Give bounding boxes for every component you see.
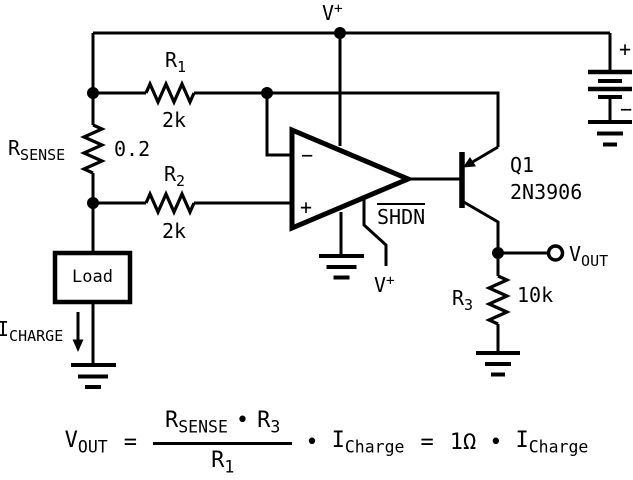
formula-num-r3: R3 [257,408,281,437]
gain-equation: VOUT = RSENSE • R3 R1 • ICharge = 1Ω • I… [20,406,633,480]
q1-part-label: 2N3906 [510,180,583,204]
r1-resistor [144,80,196,106]
junction-dot [87,197,99,209]
formula-numerator: RSENSE • R3 [152,408,293,445]
battery-symbol [588,69,632,99]
junction-dots [87,27,504,259]
q1-transistor [459,152,476,208]
r3-value-label: 10k [517,283,554,307]
formula-dot-1: • [305,430,319,455]
shdn-pin-wire [362,197,388,266]
icharge-label: ICHARGE [0,317,64,345]
r1-ref-label: R1 [165,48,187,76]
opamp-triangle [289,126,415,232]
collector-wire [461,199,500,253]
battery-plus-label: + [619,37,632,61]
formula-icharge-1: ICharge [331,428,405,457]
icharge-arrow [72,312,84,352]
r3-ground [476,351,520,377]
junction-dot [261,87,273,99]
shdn-vplus-label: V+ [374,273,395,298]
opamp-minus-sign: − [301,143,314,167]
r1-value-label: 2k [162,108,187,132]
emitter-wire [469,145,499,165]
junction-dot [492,247,504,259]
formula-equals-2: = [420,430,434,455]
formula-one-ohm: 1Ω [449,430,477,455]
rsense-value-label: 0.2 [114,137,151,161]
load-box [52,250,133,305]
minus-input-wire [265,93,292,157]
formula-equals-1: = [123,430,137,455]
formula-vout: VOUT [64,428,108,457]
r3-resistor [485,274,511,326]
junction-dot [334,27,346,39]
wires [91,31,612,365]
battery-minus-label: − [620,97,633,121]
battery-ground [588,120,632,147]
rsense-resistor [80,123,106,175]
r1-feedback-wire [194,91,500,147]
rsense-ref-label: RSENSE [8,136,66,164]
junction-dot [87,87,99,99]
r2-resistor [144,190,196,216]
r2-ref-label: R2 [164,162,186,190]
load-label: Load [72,267,113,287]
formula-num-dot: • [235,408,250,434]
opamp-ground [319,254,364,280]
shdn-label: SHDN [377,203,426,229]
q1-emitter-arrow [463,157,476,168]
vplus-top-label: V+ [322,1,343,26]
vout-terminal [546,244,565,262]
vout-label: VOUT [569,242,609,270]
q1-ref-label: Q1 [510,153,535,177]
formula-denominator: R1 [211,448,235,477]
r3-ref-label: R3 [452,286,474,314]
opamp-plus-sign: + [300,195,313,219]
formula-icharge-2: ICharge [515,428,589,457]
formula-fraction: RSENSE • R3 R1 [152,408,293,477]
load-ground [71,363,116,389]
formula-dot-2: • [489,430,503,455]
ground-symbols [71,120,632,389]
r2-value-label: 2k [162,219,187,243]
resistors [80,80,511,326]
formula-num-rsense: RSENSE [164,408,228,437]
